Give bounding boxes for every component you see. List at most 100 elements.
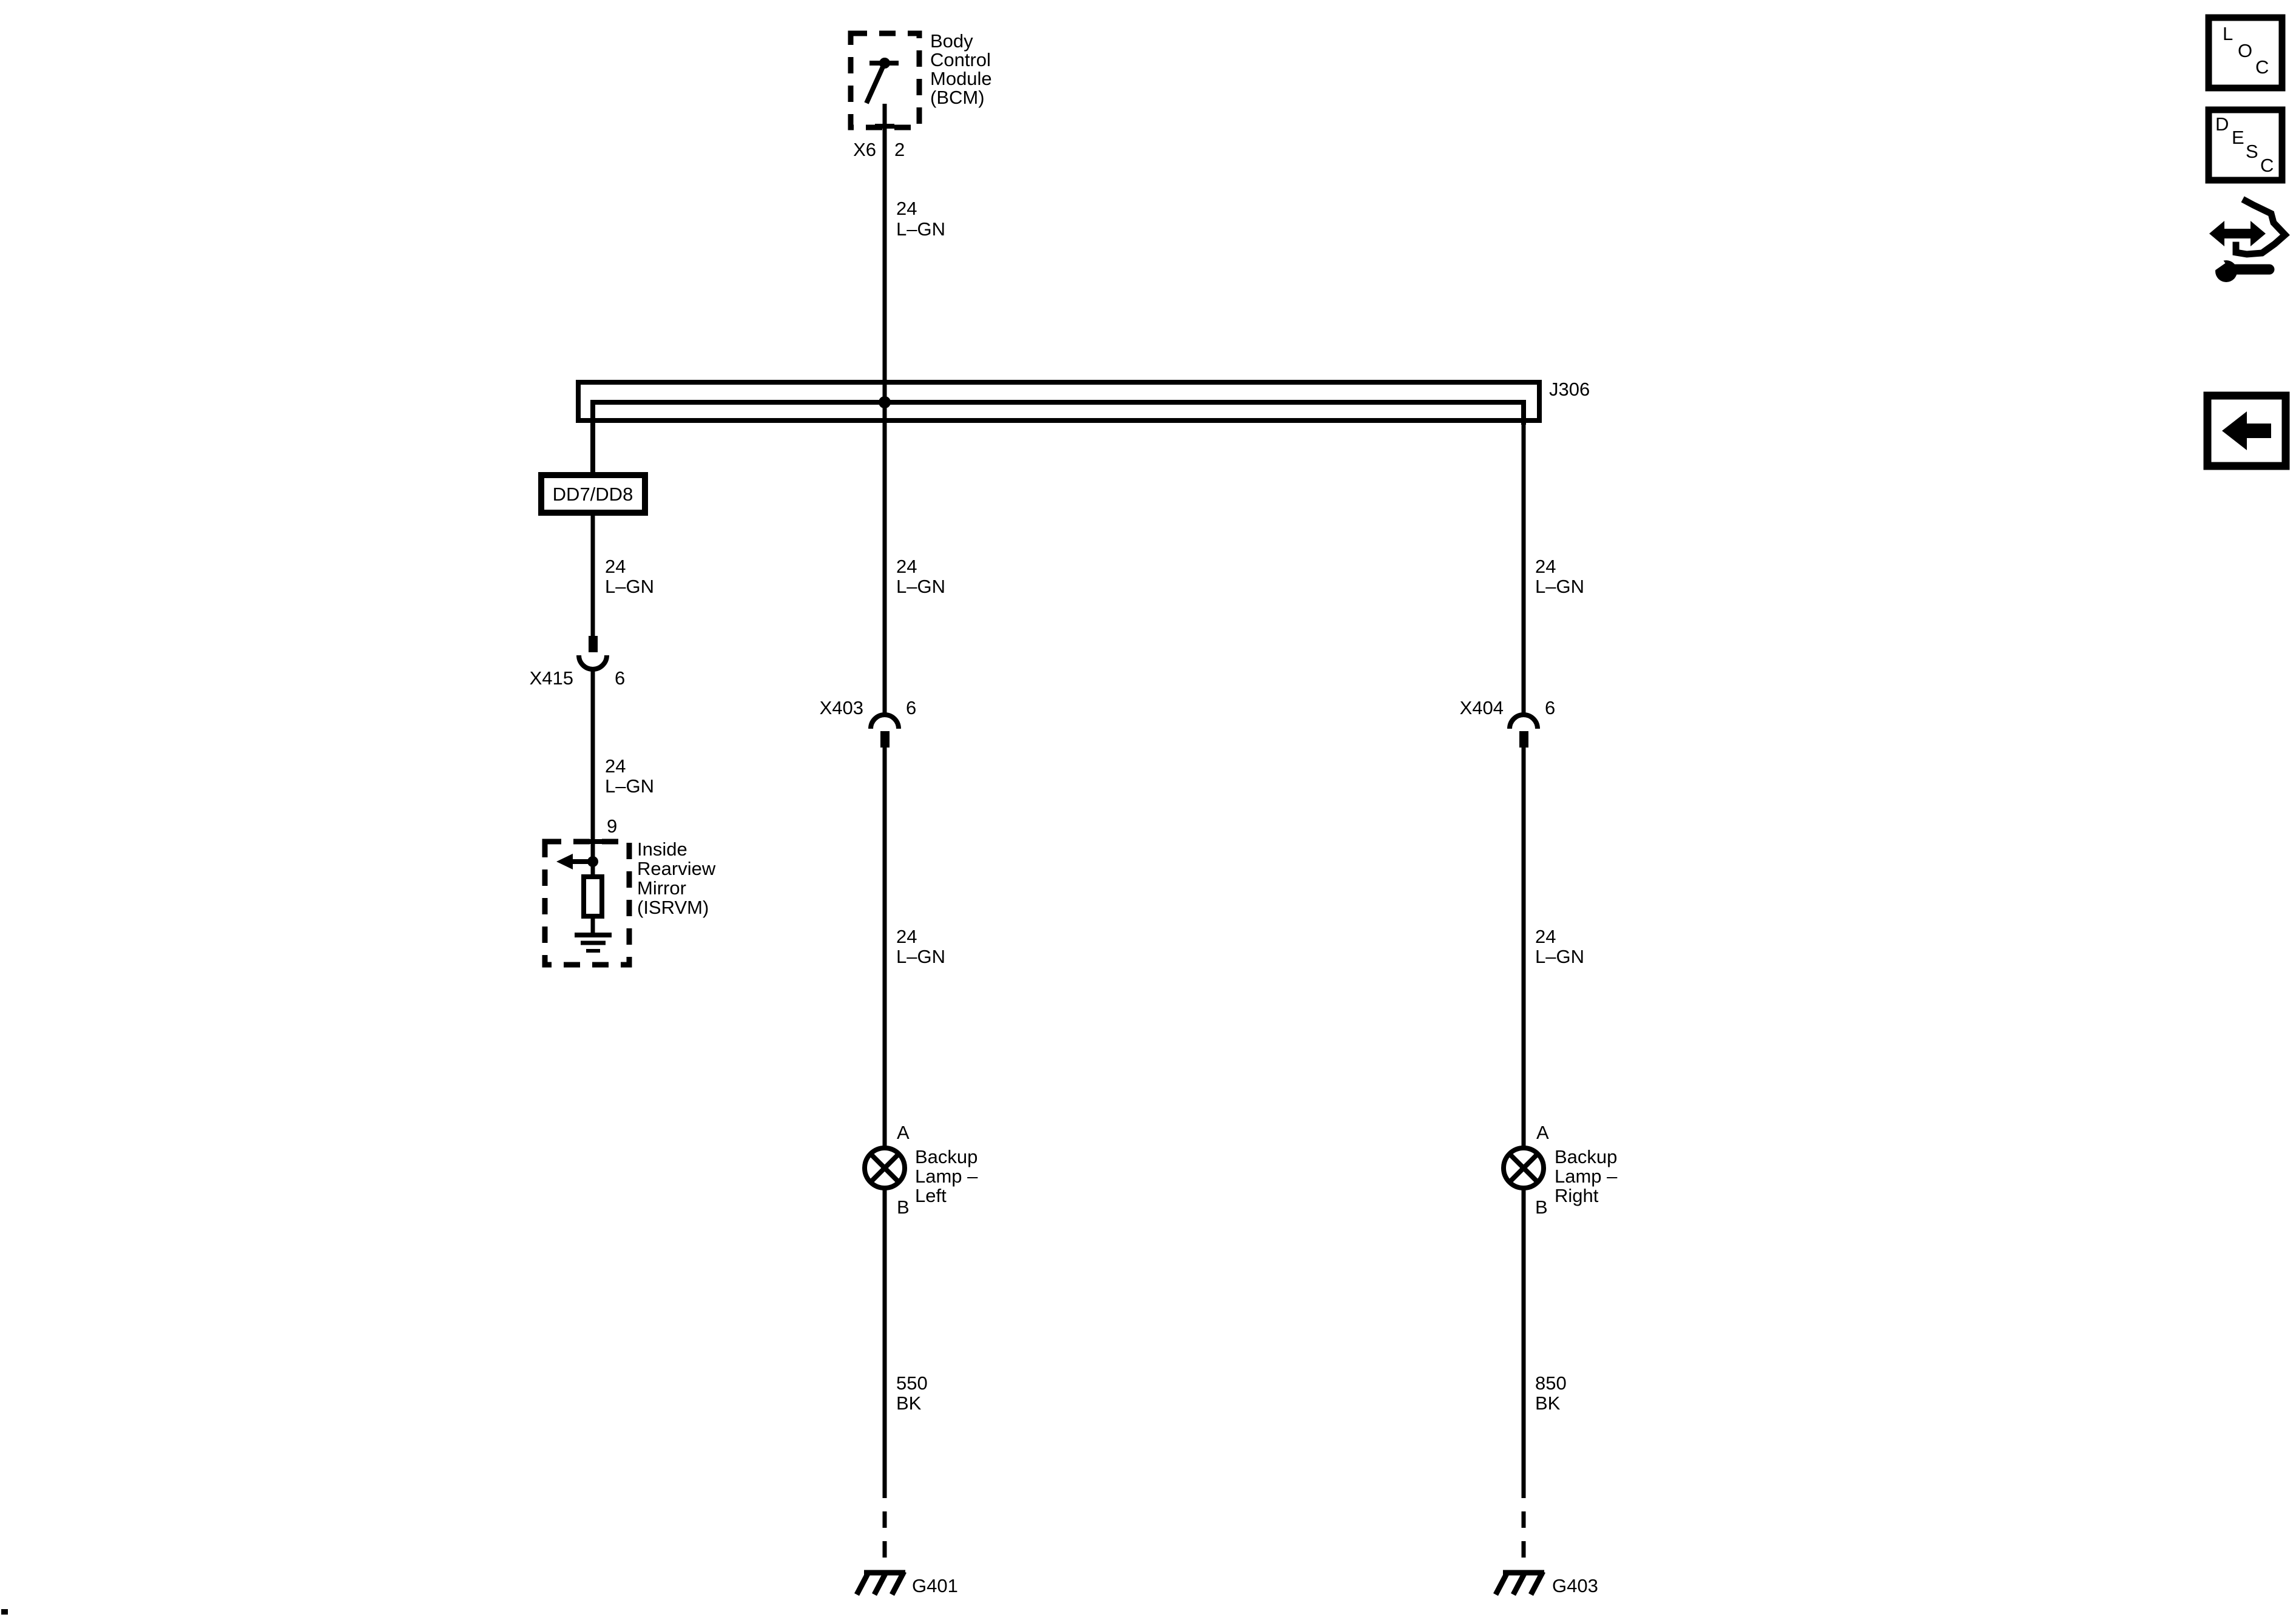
bcm-dashed-box <box>848 30 922 130</box>
lamp-left-pin-a: A <box>897 1122 910 1143</box>
connector-socket-arc <box>868 712 901 729</box>
lamp-cross <box>869 1152 900 1184</box>
left-wire-a-color: L–GN <box>605 576 654 597</box>
bcm-label-line3: Module <box>930 68 992 89</box>
isrvm-component: Inside Rearview Mirror (ISRVM) <box>542 839 716 968</box>
isrvm-resistor <box>581 874 604 919</box>
ground-g403-label: G403 <box>1552 1575 1598 1596</box>
toolbar: L O C D E S C <box>2203 14 2290 470</box>
panel-outline <box>2232 196 2290 258</box>
ground-stroke <box>854 1570 871 1596</box>
ground-stroke <box>1528 1570 1545 1596</box>
center-wire-b-size: 24 <box>896 556 917 577</box>
back-button-border <box>2203 391 2290 470</box>
right-wire-b-color: L–GN <box>1535 946 1584 967</box>
lamp-right-label-line3: Right <box>1555 1185 1599 1206</box>
loc-letter-c: C <box>2255 56 2269 78</box>
chassis-ground-icon <box>854 1570 907 1596</box>
isrvm-label-line4: (ISRVM) <box>637 897 709 918</box>
center-wire-a-color: L–GN <box>896 218 945 240</box>
earth-ground-icon <box>575 933 612 953</box>
bcm-switch-blade <box>864 64 886 104</box>
x404-pin: 6 <box>1545 697 1555 718</box>
left-branch: DD7/DD8 24 L–GN X415 6 24 L–GN 9 <box>530 472 716 968</box>
bcm-label-line2: Control <box>930 49 991 70</box>
isrvm-pin-number: 9 <box>607 815 617 837</box>
left-wire-b-color: L–GN <box>605 775 654 797</box>
desc-letter-c: C <box>2260 155 2274 176</box>
lamp-right-pin-a: A <box>1536 1122 1549 1143</box>
x404-name: X404 <box>1460 697 1504 718</box>
connector-pin-terminal <box>1519 731 1528 748</box>
bcm-component: Body Control Module (BCM) X6 2 <box>848 30 992 160</box>
panel-repair-icon[interactable] <box>2207 196 2290 282</box>
lamp-left-label-line1: Backup <box>915 1146 977 1167</box>
wrench-jaw-notch <box>2207 256 2226 272</box>
isrvm-label-line1: Inside <box>637 839 687 860</box>
ground-stroke <box>890 1570 907 1596</box>
left-arrowhead-icon <box>556 854 573 869</box>
ground-stroke <box>1511 1570 1528 1596</box>
center-wire-a-size: 24 <box>896 198 917 219</box>
right-branch: 24 L–GN X404 6 24 L–GN A B Backup Lamp –… <box>1460 420 1618 1596</box>
x403-pin: 6 <box>906 697 916 718</box>
left-wire-b-size: 24 <box>605 755 626 777</box>
bcm-pin-number: 2 <box>894 139 905 160</box>
connector-socket-arc <box>1507 712 1540 729</box>
desc-letter-d: D <box>2215 113 2229 135</box>
right-wire-b-size: 24 <box>1535 926 1556 947</box>
desc-letter-s: S <box>2246 141 2258 162</box>
ground-g401-label: G401 <box>912 1575 958 1596</box>
connector-pin-terminal <box>880 731 890 748</box>
connector-socket-arc <box>576 655 609 672</box>
lamp-left-pin-b: B <box>897 1197 910 1218</box>
harness-label: DD7/DD8 <box>553 484 633 505</box>
ground-stroke <box>1493 1570 1510 1596</box>
loc-button-border <box>2205 14 2286 92</box>
ground-stroke <box>872 1570 889 1596</box>
chassis-ground-icon <box>1493 1570 1545 1596</box>
x403-name: X403 <box>820 697 863 718</box>
x415-pin: 6 <box>615 667 625 689</box>
loc-button[interactable]: L O C <box>2205 14 2286 92</box>
bcm-label-line4: (BCM) <box>930 87 985 108</box>
isrvm-label-line3: Mirror <box>637 877 686 899</box>
desc-letter-e: E <box>2232 127 2244 148</box>
connector-pin-terminal <box>589 636 598 652</box>
x415-name: X415 <box>530 667 573 689</box>
center-wire-c-color: L–GN <box>896 946 945 967</box>
back-arrow-icon <box>2222 411 2271 450</box>
junction-j306: J306 <box>576 379 1590 475</box>
center-wire-c-size: 24 <box>896 926 917 947</box>
double-arrow-icon <box>2209 221 2266 246</box>
connector-x404: X404 6 <box>1460 697 1555 748</box>
right-wire-c-color: BK <box>1535 1393 1561 1414</box>
loc-letter-o: O <box>2238 40 2252 61</box>
right-wire-a-size: 24 <box>1535 556 1556 577</box>
lamp-right-label-line1: Backup <box>1555 1146 1617 1167</box>
j306-outline <box>576 380 1542 423</box>
back-arrow-button[interactable] <box>2203 391 2290 470</box>
lamp-right-label-line2: Lamp – <box>1555 1166 1618 1187</box>
backup-lamp-right-icon <box>1501 1146 1546 1190</box>
center-wire-d-color: BK <box>896 1393 922 1414</box>
right-wire-a-color: L–GN <box>1535 576 1584 597</box>
backup-lamp-left-icon <box>862 1146 907 1190</box>
lamp-left-label-line3: Left <box>915 1185 947 1206</box>
j306-bus-wire <box>590 400 1526 475</box>
lamp-left-label-line2: Lamp – <box>915 1166 978 1187</box>
center-branch: 24 L–GN 24 L–GN X403 6 24 L–GN A B Backu… <box>820 104 978 1596</box>
center-wire-d-size: 550 <box>896 1372 928 1394</box>
bcm-label-line1: Body <box>930 30 973 52</box>
lamp-cross <box>1508 1152 1539 1184</box>
lamp-right-pin-b: B <box>1535 1197 1548 1218</box>
left-wire-a-size: 24 <box>605 556 626 577</box>
desc-button[interactable]: D E S C <box>2205 106 2286 184</box>
connector-x415: X415 6 <box>530 636 625 689</box>
desc-button-border <box>2205 106 2286 184</box>
isrvm-label-line2: Rearview <box>637 858 716 879</box>
loc-letter-l: L <box>2223 23 2233 44</box>
wrench-icon <box>2207 256 2275 282</box>
